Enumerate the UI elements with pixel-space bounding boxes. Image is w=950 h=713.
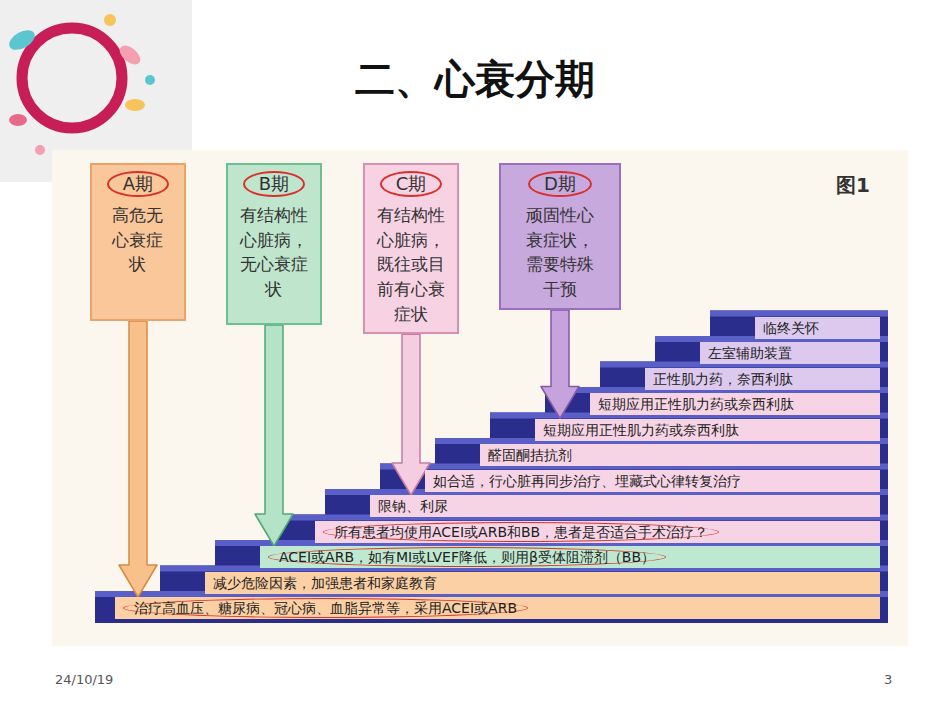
- therapy-step: 正性肌力药，奈西利肽: [645, 368, 880, 390]
- therapy-step: 如合适，行心脏再同步治疗、埋藏式心律转复治疗: [425, 470, 880, 492]
- stage-box: D期顽固性心衰症状，需要特殊干预: [499, 163, 621, 310]
- step-text: 治疗高血压、糖尿病、冠心病、血脂异常等，采用ACEI或ARB: [123, 598, 528, 618]
- stage-arrow: [255, 325, 293, 546]
- stage-heading: B期: [243, 171, 305, 197]
- stage-arrow: [119, 321, 157, 597]
- therapy-step: 临终关怀: [755, 317, 880, 339]
- stage-description: 顽固性心衰症状，需要特殊干预: [524, 203, 595, 302]
- slide-title: 二、心衰分期: [0, 52, 950, 107]
- stage-description: 有结构性心脏病，既往或目前有心衰症状: [375, 203, 446, 326]
- stage-arrow: [541, 310, 579, 419]
- therapy-step: 醛固酮拮抗剂: [480, 444, 880, 466]
- therapy-step: 治疗高血压、糖尿病、冠心病、血脂异常等，采用ACEI或ARB: [115, 597, 880, 619]
- stage-description: 高危无心衰症状: [111, 203, 165, 277]
- figure-number: 图1: [836, 172, 870, 199]
- stage-description: 有结构性心脏病，无心衰症状: [238, 203, 309, 302]
- step-text: 如合适，行心脏再同步治疗、埋藏式心律转复治疗: [433, 472, 741, 490]
- staircase: [95, 311, 888, 624]
- therapy-step: 左室辅助装置: [700, 342, 880, 364]
- step-text: 所有患者均使用ACEI或ARB和BB，患者是否适合手术治疗？: [323, 522, 719, 542]
- therapy-step: 所有患者均使用ACEI或ARB和BB，患者是否适合手术治疗？: [315, 521, 880, 543]
- therapy-step: ACEI或ARB，如有MI或LVEF降低，则用β受体阻滞剂（BB）: [260, 546, 880, 568]
- page-number: 3: [884, 672, 892, 687]
- step-text: 正性肌力药，奈西利肽: [653, 370, 793, 388]
- stage-box: B期有结构性心脏病，无心衰症状: [226, 163, 322, 325]
- step-text: 短期应用正性肌力药或奈西利肽: [598, 395, 794, 413]
- therapy-step: 短期应用正性肌力药或奈西利肽: [590, 393, 880, 415]
- figure-ground: [52, 150, 908, 646]
- step-text: 减少危险因素，加强患者和家庭教育: [213, 574, 437, 592]
- stage-heading: D期: [528, 171, 592, 197]
- step-text: 临终关怀: [763, 319, 819, 337]
- stage-box: C期有结构性心脏病，既往或目前有心衰症状: [363, 163, 459, 334]
- step-text: ACEI或ARB，如有MI或LVEF降低，则用β受体阻滞剂（BB）: [268, 547, 666, 567]
- step-text: 短期应用正性肌力药或奈西利肽: [543, 421, 739, 439]
- step-text: 左室辅助装置: [708, 344, 792, 362]
- slide-date: 24/10/19: [55, 672, 113, 687]
- ring-ornament: [6, 14, 155, 155]
- stage-heading: C期: [380, 171, 443, 197]
- therapy-step: 限钠、利尿: [370, 495, 880, 517]
- step-text: 限钠、利尿: [378, 497, 448, 515]
- stage-box: A期高危无心衰症状: [90, 163, 186, 321]
- therapy-step: 减少危险因素，加强患者和家庭教育: [205, 572, 880, 594]
- therapy-step: 短期应用正性肌力药或奈西利肽: [535, 419, 880, 441]
- step-text: 醛固酮拮抗剂: [488, 446, 572, 464]
- stage-heading: A期: [107, 171, 169, 197]
